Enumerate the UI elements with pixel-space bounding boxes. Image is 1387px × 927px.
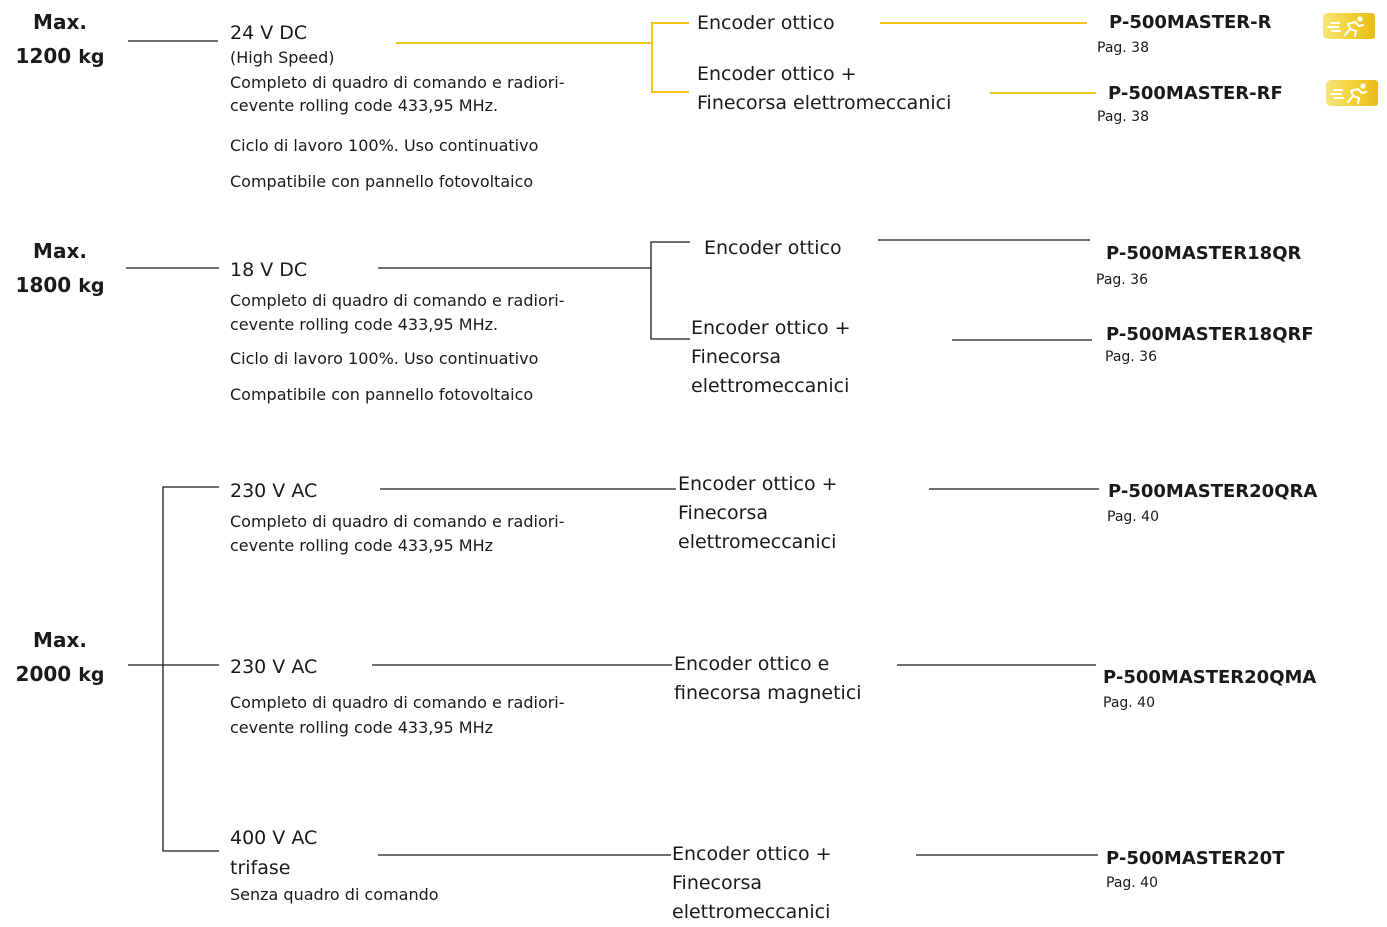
product-code: P-500MASTER-R (1109, 12, 1272, 33)
description-line: Ciclo di lavoro 100%. Uso continuativo (230, 349, 539, 368)
encoder-option: Encoder ottico + Finecorsa elettromeccan… (672, 843, 832, 923)
voltage-note: (High Speed) (230, 48, 335, 67)
encoder-option: Encoder ottico + Finecorsa elettromeccan… (678, 473, 838, 553)
page-reference: Pag. 40 (1107, 509, 1159, 525)
weight-label-1200: Max. 1200 kg (15, 10, 105, 68)
connector-line (162, 486, 219, 852)
description-line: cevente rolling code 433,95 MHz. (230, 315, 499, 334)
description-line: Senza quadro di comando (230, 885, 439, 904)
page-reference: Pag. 36 (1096, 272, 1148, 288)
description-line: Completo di quadro di comando e radiori- (230, 512, 565, 531)
page-reference: Pag. 38 (1097, 109, 1149, 125)
page-reference: Pag. 38 (1097, 40, 1149, 56)
voltage-label: 18 V DC (230, 259, 308, 281)
product-code: P-500MASTER20T (1106, 848, 1285, 869)
product-code: P-500MASTER20QMA (1103, 667, 1317, 688)
weight-label-1800: Max. 1800 kg (15, 239, 105, 297)
description-line: cevente rolling code 433,95 MHz. (230, 96, 499, 115)
connector-line (650, 241, 690, 340)
encoder-option: Encoder ottico e finecorsa magnetici (674, 653, 862, 704)
encoder-option: Encoder ottico + Finecorsa elettromeccan… (697, 63, 952, 114)
voltage-label: 230 V AC (230, 480, 318, 502)
running-person-icon (1323, 13, 1375, 39)
page-reference: Pag. 40 (1106, 875, 1158, 891)
encoder-option: Encoder ottico (704, 237, 842, 259)
description-line: cevente rolling code 433,95 MHz (230, 536, 494, 555)
description-line: Completo di quadro di comando e radiori- (230, 693, 565, 712)
voltage-label: 400 V AC (230, 827, 318, 849)
product-code: P-500MASTER20QRA (1108, 481, 1318, 502)
running-person-icon (1326, 80, 1378, 106)
weight-label-2000: Max. 2000 kg (15, 628, 105, 686)
product-code: P-500MASTER18QRF (1106, 324, 1314, 345)
description-line: Compatibile con pannello fotovoltaico (230, 172, 534, 191)
voltage-label: 230 V AC (230, 656, 318, 678)
description-line: cevente rolling code 433,95 MHz (230, 718, 494, 737)
encoder-option: Encoder ottico (697, 12, 835, 34)
page-reference: Pag. 36 (1105, 349, 1157, 365)
description-line: Completo di quadro di comando e radiori- (230, 291, 565, 310)
description-line: Ciclo di lavoro 100%. Uso continuativo (230, 136, 539, 155)
page-reference: Pag. 40 (1103, 695, 1155, 711)
description-line: Completo di quadro di comando e radiori- (230, 73, 565, 92)
voltage-note: trifase (230, 857, 291, 879)
voltage-label: 24 V DC (230, 22, 308, 44)
encoder-option: Encoder ottico + Finecorsa elettromeccan… (691, 317, 851, 397)
product-code: P-500MASTER18QR (1106, 243, 1302, 264)
description-line: Compatibile con pannello fotovoltaico (230, 385, 534, 404)
product-code: P-500MASTER-RF (1108, 83, 1283, 104)
connector-line (651, 22, 689, 93)
